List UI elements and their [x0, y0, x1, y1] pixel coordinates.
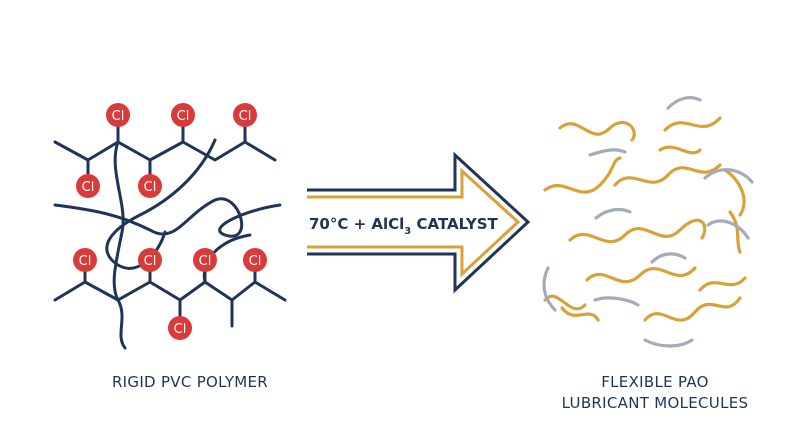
chlorine-atom: Cl [73, 248, 97, 272]
pao-chain-gray [542, 266, 557, 312]
chlorine-atom: Cl [193, 248, 217, 272]
caption-right-line1: FLEXIBLE PAO [601, 373, 709, 391]
chlorine-atom-circle [106, 103, 130, 127]
pao-chain-gold [585, 266, 697, 284]
arrow-outline-gold [307, 167, 521, 278]
caption-right-line2: LUBRICANT MOLECULES [561, 394, 749, 412]
pvc-crosslink-strand [112, 140, 125, 302]
chlorine-atom-circle [73, 248, 97, 272]
chlorine-atom-label: Cl [249, 254, 262, 269]
chlorine-atom: Cl [138, 248, 162, 272]
pao-chain-gray [594, 207, 632, 220]
pao-chain-gold [643, 296, 742, 322]
pvc-polymer-network [53, 125, 287, 350]
chlorine-atom-circle [193, 248, 217, 272]
chlorine-atom: Cl [171, 103, 195, 127]
chlorine-atom-circle [76, 174, 100, 198]
chlorine-atom-circle [138, 174, 162, 198]
pao-chain-gray [588, 148, 627, 157]
pao-chain-gold [543, 294, 587, 311]
pao-chain-gold [560, 306, 600, 322]
pao-chain-gold [568, 218, 707, 244]
chlorine-atom: Cl [76, 174, 100, 198]
caption-rigid-pvc: RIGID PVC POLYMER [111, 373, 269, 391]
reaction-arrow [307, 151, 531, 294]
chlorine-atom-label: Cl [79, 254, 92, 269]
chlorine-atom: Cl [233, 103, 257, 127]
pao-chain-gold [613, 163, 722, 187]
pao-chain-gold [543, 156, 622, 194]
chlorine-atom-label: Cl [174, 322, 187, 337]
arrow-condition-label: 70°C + AlCl3 CATALYST [309, 215, 499, 237]
pao-chain-gold [723, 168, 746, 217]
chlorine-atom-label: Cl [144, 180, 157, 195]
chlorine-atom-label: Cl [112, 109, 125, 124]
chlorine-atom-circle [243, 248, 267, 272]
chlorine-atom-label: Cl [177, 109, 190, 124]
chlorine-atom: Cl [138, 174, 162, 198]
pvc-lower-backbone [53, 280, 287, 302]
chlorine-atom-circle [171, 103, 195, 127]
chlorine-atom: Cl [106, 103, 130, 127]
arrow-label-main: 70°C + AlCl [309, 215, 404, 233]
pvc-crosslink-strand [53, 197, 282, 238]
chlorine-atom-circle [168, 316, 192, 340]
pao-chain-gold [698, 276, 747, 292]
pao-chain-gray [593, 296, 640, 307]
chlorine-atom: Cl [243, 248, 267, 272]
pao-chain-gold [728, 210, 742, 254]
pao-molecules [542, 96, 754, 348]
pao-chain-gray [706, 219, 750, 240]
chlorine-atom-label: Cl [199, 254, 212, 269]
pao-chain-gray [703, 168, 754, 184]
pvc-upper-branches [86, 125, 247, 180]
arrow-label-end: CATALYST [411, 215, 498, 233]
pao-chain-gray [666, 96, 702, 110]
pao-chain-gold [558, 120, 636, 142]
chlorine-atom-label: Cl [239, 109, 252, 124]
chlorine-atom-circle [233, 103, 257, 127]
pvc-crosslink-strand [116, 298, 127, 350]
chlorine-atom-circle [138, 248, 162, 272]
chlorine-atom-label: Cl [144, 254, 157, 269]
pao-chain-gray [650, 252, 687, 264]
chlorine-atom-label: Cl [82, 180, 95, 195]
pvc-upper-backbone [53, 140, 277, 162]
arrow-outline-navy [307, 151, 531, 294]
pao-chain-gold [663, 116, 722, 132]
caption-flexible-pao: FLEXIBLE PAO LUBRICANT MOLECULES [520, 372, 790, 414]
arrow-label-subscript: 3 [404, 226, 411, 237]
pao-chain-gray [643, 338, 694, 348]
pao-chain-gold [658, 145, 702, 155]
chlorine-atom: Cl [168, 316, 192, 340]
pvc-crosslink-strand [202, 233, 252, 284]
